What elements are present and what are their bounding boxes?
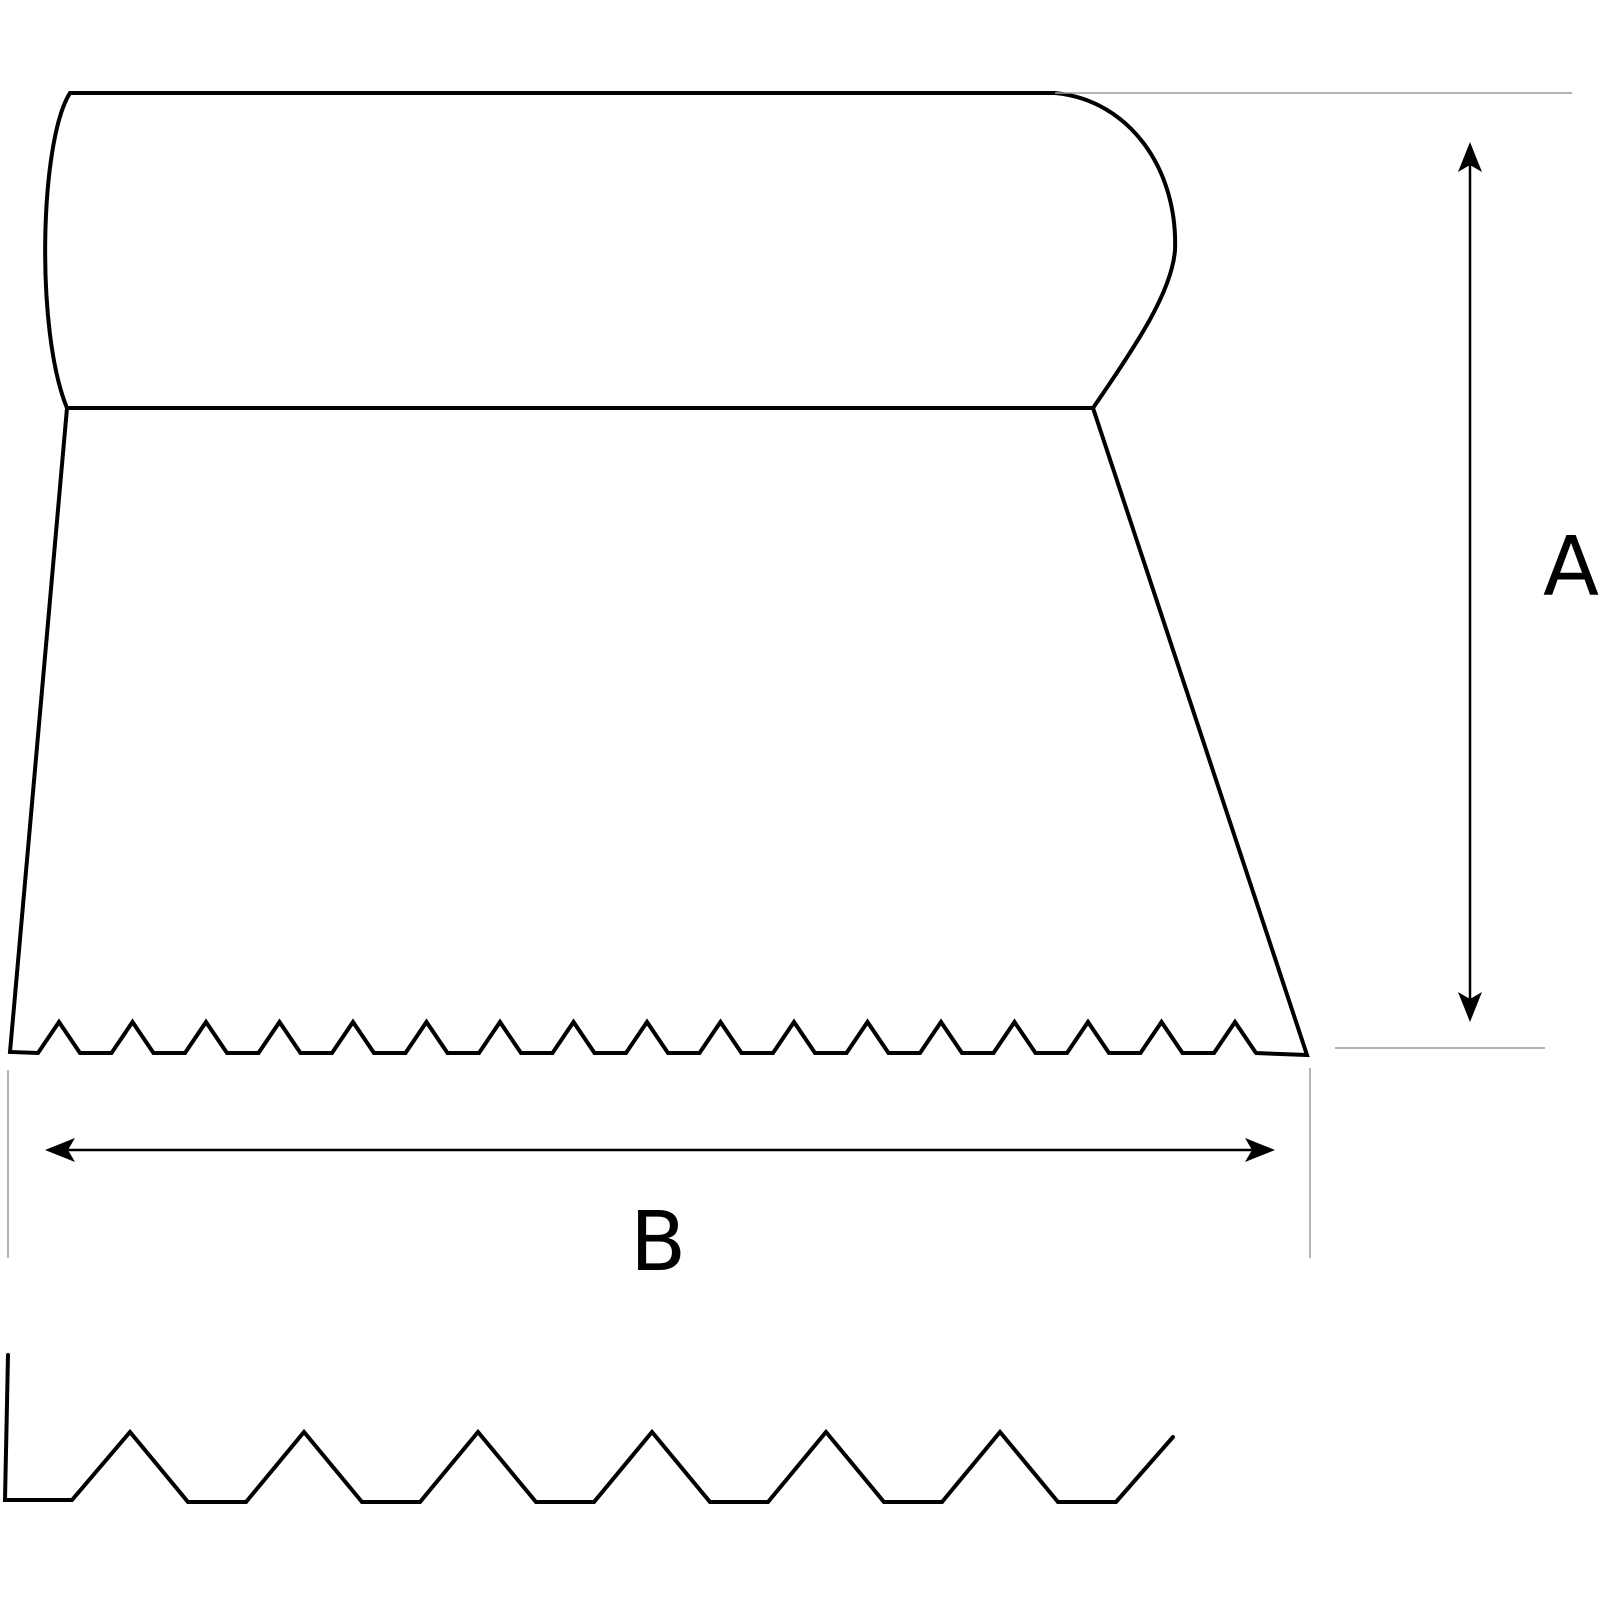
dimension-a-arrowhead-bottom xyxy=(1458,992,1482,1022)
dimension-b-label: B xyxy=(630,1195,686,1290)
trowel-blade xyxy=(7,406,1310,1058)
tooth-profile-detail xyxy=(2,1353,1175,1504)
dimension-a-label: A xyxy=(1543,520,1599,615)
dimension-b-arrowhead-left xyxy=(45,1138,75,1162)
dimension-b-arrowhead-right xyxy=(1245,1138,1275,1162)
dimension-a-arrowhead-top xyxy=(1458,142,1482,172)
trowel-handle xyxy=(43,91,1178,410)
